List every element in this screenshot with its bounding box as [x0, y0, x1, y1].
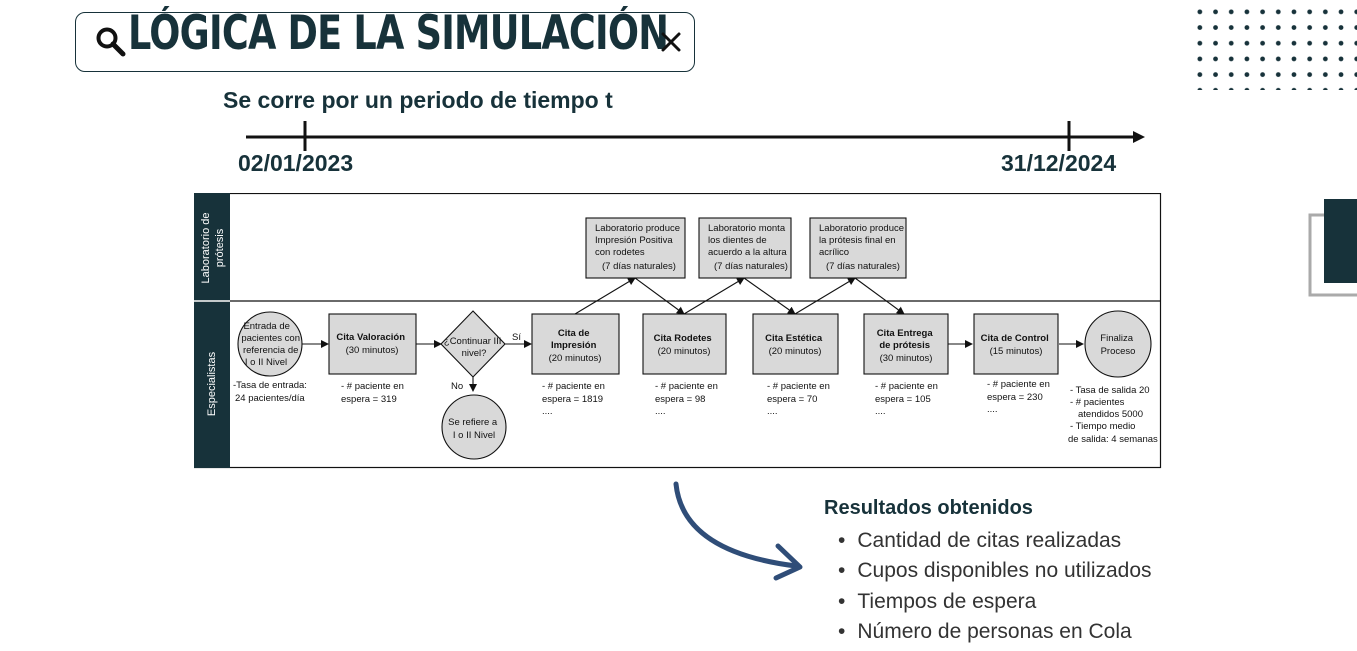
- curved-arrow-icon: [673, 481, 803, 581]
- results-list: Cantidad de citas realizadas Cupos dispo…: [838, 528, 1152, 649]
- flow-diagram: Laboratorio de prótesis Especialistas La…: [194, 193, 1162, 469]
- timeline-subtitle: Se corre por un periodo de tiempo t: [223, 87, 613, 113]
- lab-box-3: [809, 217, 907, 279]
- end-date: 31/12/2024: [1001, 150, 1117, 176]
- timeline-axis: [246, 121, 1145, 151]
- lab-box-1: [585, 217, 686, 279]
- lab-box-2: [698, 217, 792, 279]
- close-icon[interactable]: [660, 31, 682, 53]
- results-item: Cantidad de citas realizadas: [838, 528, 1152, 558]
- start-date: 02/01/2023: [238, 150, 354, 176]
- end-note: - Tasa de salida 20 - # pacientes atendi…: [1068, 385, 1158, 445]
- control-note: - # paciente en espera = 230 ....: [987, 379, 1053, 415]
- entrega-note: - # paciente en espera = 105 ....: [875, 381, 941, 417]
- rodetes-text: Cita Rodetes (20 minutos): [654, 333, 715, 357]
- dot-pattern: [1192, 4, 1357, 90]
- valoracion-text: Cita Valoración (30 minutos): [336, 332, 407, 356]
- refer-text: Se refiere a I o II Nivel: [448, 417, 500, 441]
- no-label: No: [451, 381, 463, 392]
- entrega-text: Cita Entrega de prótesis (30 minutos): [877, 328, 936, 364]
- rodetes-note: - # paciente en espera = 98 ....: [655, 381, 721, 417]
- results-title: Resultados obtenidos: [824, 497, 1033, 519]
- valoracion-box: [328, 313, 417, 375]
- valoracion-note: - # paciente en espera = 319: [341, 381, 407, 405]
- estetica-note: - # paciente en espera = 70 ....: [767, 381, 833, 417]
- estetica-box: [752, 313, 839, 375]
- control-box: [973, 313, 1059, 375]
- end-node: [1084, 310, 1152, 378]
- start-note: -Tasa de entrada: 24 pacientes/día: [233, 380, 310, 404]
- lane-label-lab-1: Laboratorio de: [200, 213, 212, 284]
- control-text: Cita de Control (15 minutos): [981, 333, 1052, 357]
- lane-label-esp: Especialistas: [206, 351, 218, 416]
- end-node-text: Finaliza Proceso: [1100, 333, 1135, 357]
- impresion-text: Cita de Impresión (20 minutos): [549, 328, 602, 364]
- start-node: [237, 311, 303, 377]
- entrega-box: [863, 313, 949, 375]
- impresion-note: - # paciente en espera = 1819 ....: [542, 381, 608, 417]
- title-pill: [75, 12, 695, 72]
- lane-header-bar: [194, 193, 230, 468]
- refer-node: [441, 394, 507, 460]
- yes-label: Sí: [512, 332, 521, 343]
- results-item: Número de personas en Cola: [838, 619, 1152, 649]
- lab-box-1-text: Laboratorio produce Impresión Positiva c…: [595, 223, 683, 272]
- estetica-text: Cita Estética (20 minutos): [765, 333, 825, 357]
- page-title: LÓGICA DE LA SIMULACIÓN: [128, 6, 669, 61]
- impresion-box: [531, 313, 620, 375]
- results-item: Tiempos de espera: [838, 589, 1152, 619]
- search-icon: [96, 27, 126, 57]
- rodetes-box: [642, 313, 727, 375]
- decorative-shape: [1308, 199, 1357, 297]
- decision-node: [440, 310, 506, 378]
- lane-label-lab-2: prótesis: [214, 228, 226, 267]
- start-node-text: Entrada de pacientes con referencia de I…: [241, 321, 302, 368]
- lab-box-3-text: Laboratorio produce la prótesis final en…: [819, 223, 907, 272]
- lab-box-2-text: Laboratorio monta los dientes de acuerdo…: [708, 223, 789, 272]
- decision-text: ¿Continuar III nivel?: [444, 336, 504, 359]
- results-item: Cupos disponibles no utilizados: [838, 558, 1151, 588]
